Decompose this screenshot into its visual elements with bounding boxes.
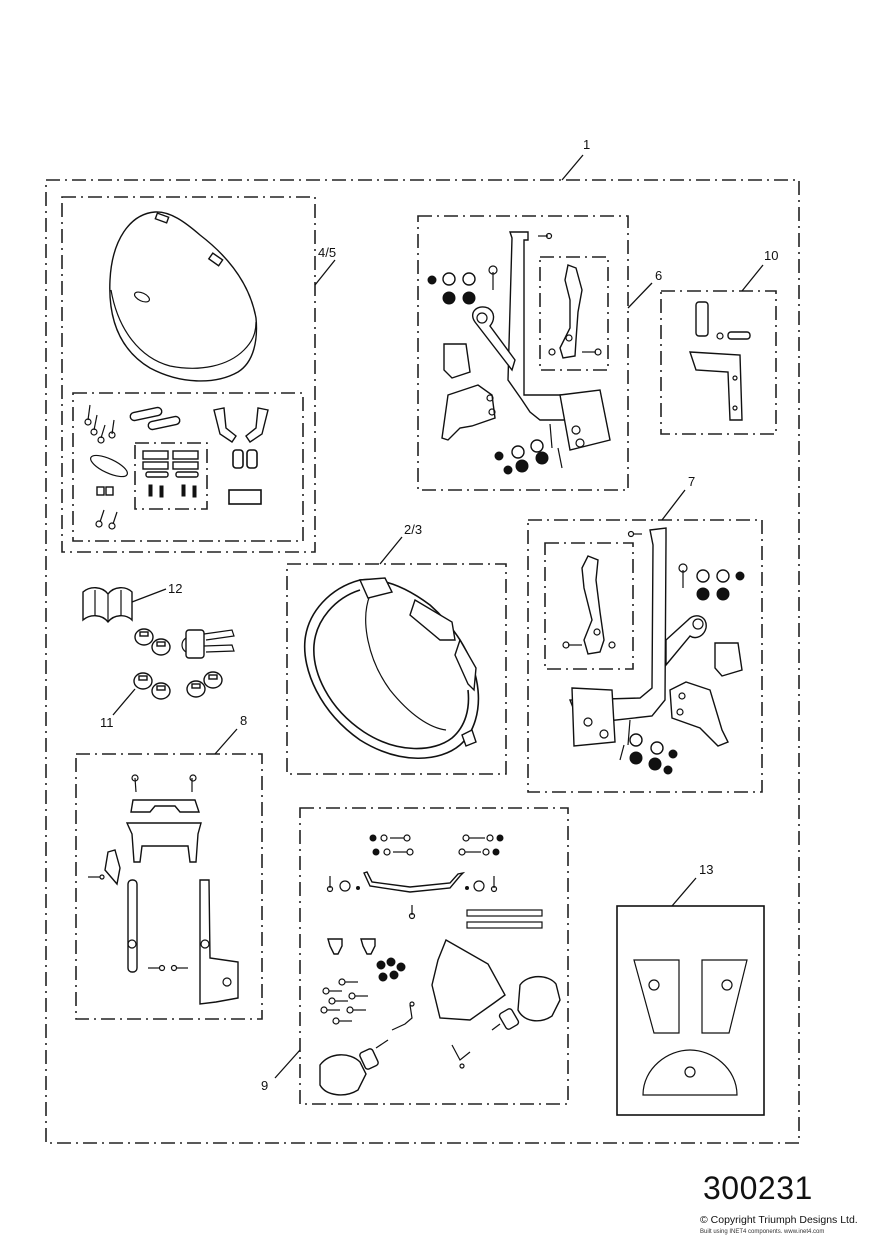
callout-10[interactable]: 10 [764, 248, 778, 263]
group-1-outer-kit: 1 [45, 137, 800, 1144]
copyright-notice: © Copyright Triumph Designs Ltd. [700, 1214, 858, 1226]
callout-1[interactable]: 1 [583, 137, 590, 152]
fittings-hardware-icon [84, 404, 269, 530]
group-7-bracket-right: 7 [527, 474, 763, 793]
bracket-6-icon [427, 231, 611, 475]
group-2-3-pannier-body: 2/3 [286, 522, 507, 775]
callout-2-3[interactable]: 2/3 [404, 522, 422, 537]
callout-7[interactable]: 7 [688, 474, 695, 489]
callout-11[interactable]: 11 [100, 715, 114, 730]
callout-13[interactable]: 13 [699, 862, 713, 877]
callout-8[interactable]: 8 [240, 713, 247, 728]
handbook-icon [82, 587, 133, 624]
support-bracket-icon [88, 774, 239, 1005]
latch-bracket-icon [689, 301, 751, 421]
pannier-body-icon [303, 577, 480, 759]
callout-6[interactable]: 6 [655, 268, 662, 283]
template-shapes-icon [633, 959, 748, 1096]
callout-12[interactable]: 12 [168, 581, 182, 596]
group-4-5-lid-kit: 4/5 [61, 196, 336, 553]
group-13-template-sheet: 13 [616, 862, 765, 1116]
callout-9[interactable]: 9 [261, 1078, 268, 1093]
group-12-handbook: 12 [82, 581, 182, 624]
indicator-kit-icon [319, 834, 561, 1096]
group-6-bracket-left: 6 [417, 215, 662, 491]
group-10-latch-bracket: 10 [660, 248, 778, 435]
callout-4-5[interactable]: 4/5 [318, 245, 336, 260]
diagram-reference-number: 300231 [703, 1170, 813, 1206]
keys-icon [181, 629, 235, 659]
lock-barrel-icon [133, 628, 223, 700]
bracket-7-icon [544, 527, 745, 775]
group-8-support-bracket: 8 [75, 713, 263, 1020]
group-9-indicator-kit: 9 [261, 807, 569, 1105]
built-using-notice: Built using INET4 components. www.inet4.… [700, 1229, 825, 1235]
group-11-locks-keys: 11 [100, 628, 235, 730]
pannier-lid-icon [109, 211, 258, 382]
